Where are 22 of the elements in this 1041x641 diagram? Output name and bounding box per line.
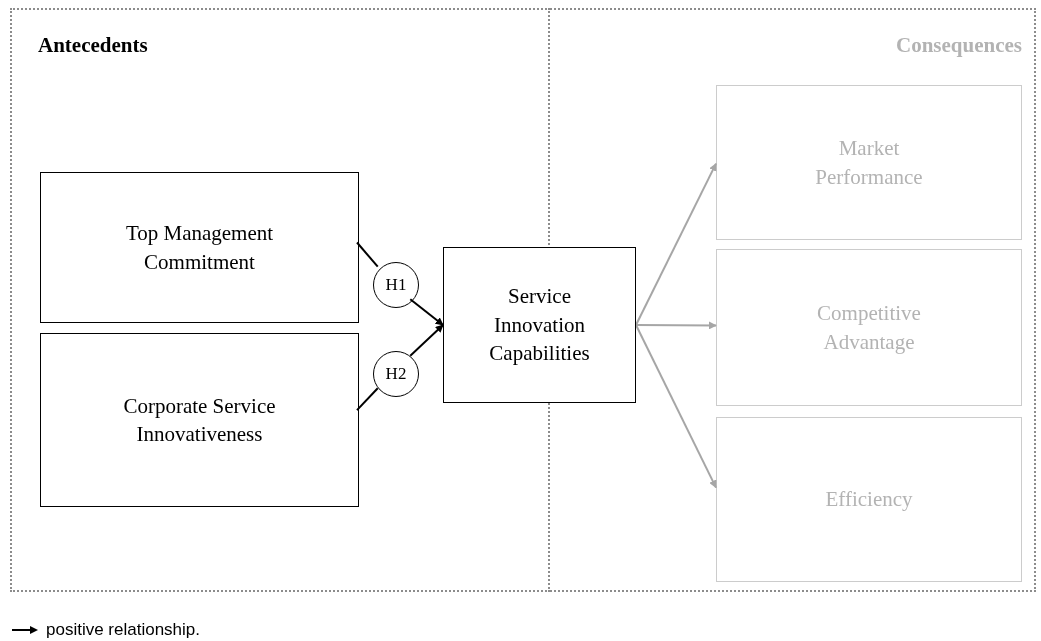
section-heading: Consequences [896, 32, 1022, 59]
construct-box [443, 247, 636, 403]
construct-label: Competitive Advantage [816, 300, 922, 356]
arrow [635, 321, 717, 330]
legend-label: positive relationship. [46, 619, 201, 641]
arrow [409, 298, 444, 326]
arrow [635, 324, 717, 489]
construct-label: Top Management Commitment [124, 220, 275, 276]
construct-label: Service Innovation Capabilities [489, 283, 590, 368]
construct-box [716, 417, 1022, 582]
construct-label: Efficiency [825, 486, 913, 514]
construct-label: Market Performance [814, 135, 924, 191]
construct-box [40, 333, 359, 507]
arrow [635, 162, 717, 326]
construct-box [40, 172, 359, 323]
construct-box [716, 249, 1022, 406]
hypothesis-label: H1 [385, 274, 407, 297]
construct-box [716, 85, 1022, 240]
hypothesis-label: H2 [385, 363, 407, 386]
construct-label: Corporate Service Innovativeness [122, 392, 277, 448]
arrow [409, 324, 444, 357]
section-heading: Antecedents [38, 32, 148, 59]
